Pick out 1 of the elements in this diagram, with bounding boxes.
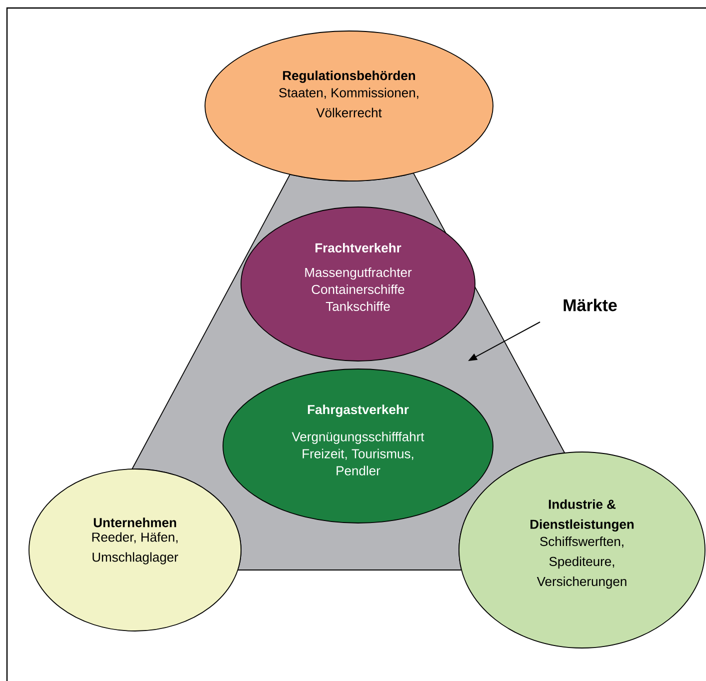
label: Märkte xyxy=(564,298,617,312)
